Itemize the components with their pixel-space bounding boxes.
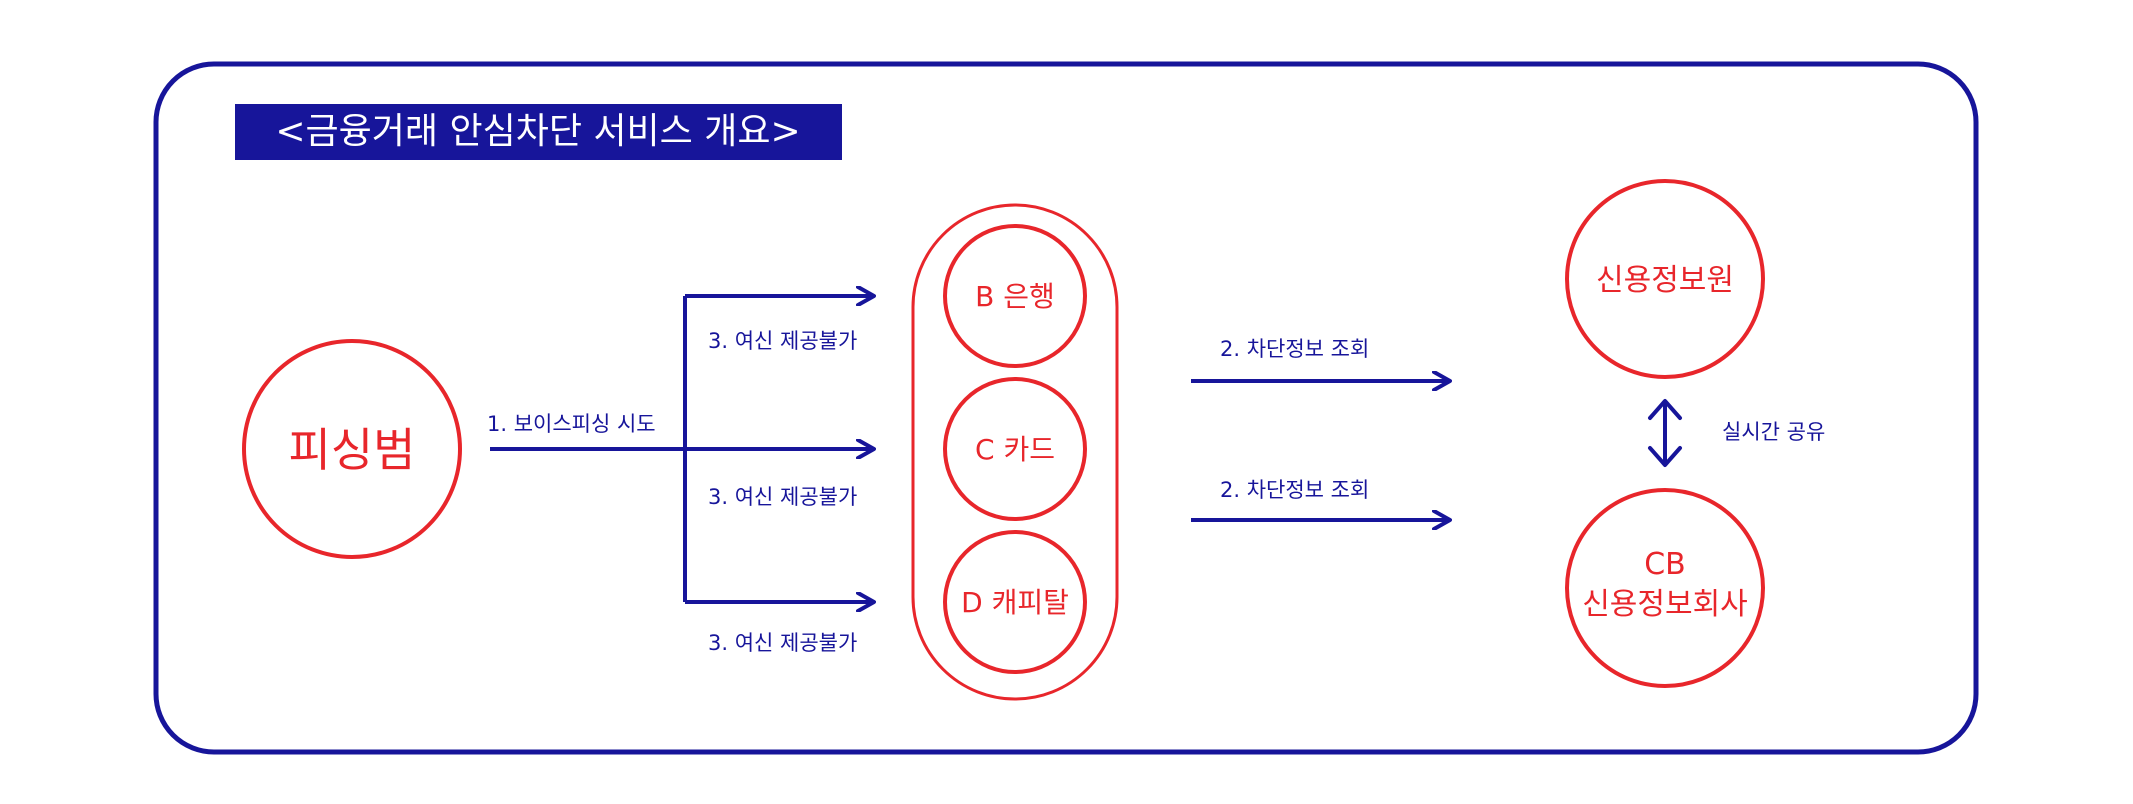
credit-info-agency-node bbox=[1565, 179, 1765, 379]
deny-credit-label-2: 3. 여신 제공불가 bbox=[708, 485, 857, 509]
cb-company-node bbox=[1565, 488, 1765, 688]
realtime-share-label: 실시간 공유 bbox=[1722, 420, 1825, 444]
capital-node bbox=[943, 530, 1087, 674]
card-node bbox=[943, 377, 1087, 521]
query-label-1: 2. 차단정보 조회 bbox=[1220, 337, 1369, 361]
deny-credit-label-1: 3. 여신 제공불가 bbox=[708, 329, 857, 353]
capital-label: D 캐피탈 bbox=[961, 586, 1069, 619]
realtime-share-arrow-top-head bbox=[1648, 399, 1682, 420]
attempt-label: 1. 보이스피싱 시도 bbox=[487, 412, 656, 436]
credit-info-agency-label: 신용정보원 bbox=[1596, 263, 1734, 298]
cb-company-label-line1: CB bbox=[1644, 547, 1686, 582]
criminal-node bbox=[242, 339, 462, 559]
bank-label: B 은행 bbox=[975, 280, 1055, 313]
deny-credit-label-3: 3. 여신 제공불가 bbox=[708, 631, 857, 655]
criminal-label: 피싱범 bbox=[289, 423, 416, 477]
card-label: C 카드 bbox=[975, 433, 1055, 466]
query-label-2: 2. 차단정보 조회 bbox=[1220, 478, 1369, 502]
diagram-title: <금융거래 안심차단 서비스 개요> bbox=[275, 111, 800, 152]
cb-company-label-line2: 신용정보회사 bbox=[1582, 587, 1748, 622]
financial-institutions-capsule bbox=[911, 203, 1119, 701]
diagram-frame bbox=[153, 61, 1979, 755]
title-banner bbox=[235, 104, 842, 160]
bank-node bbox=[943, 224, 1087, 368]
realtime-share-arrow-bottom-head bbox=[1648, 446, 1682, 467]
